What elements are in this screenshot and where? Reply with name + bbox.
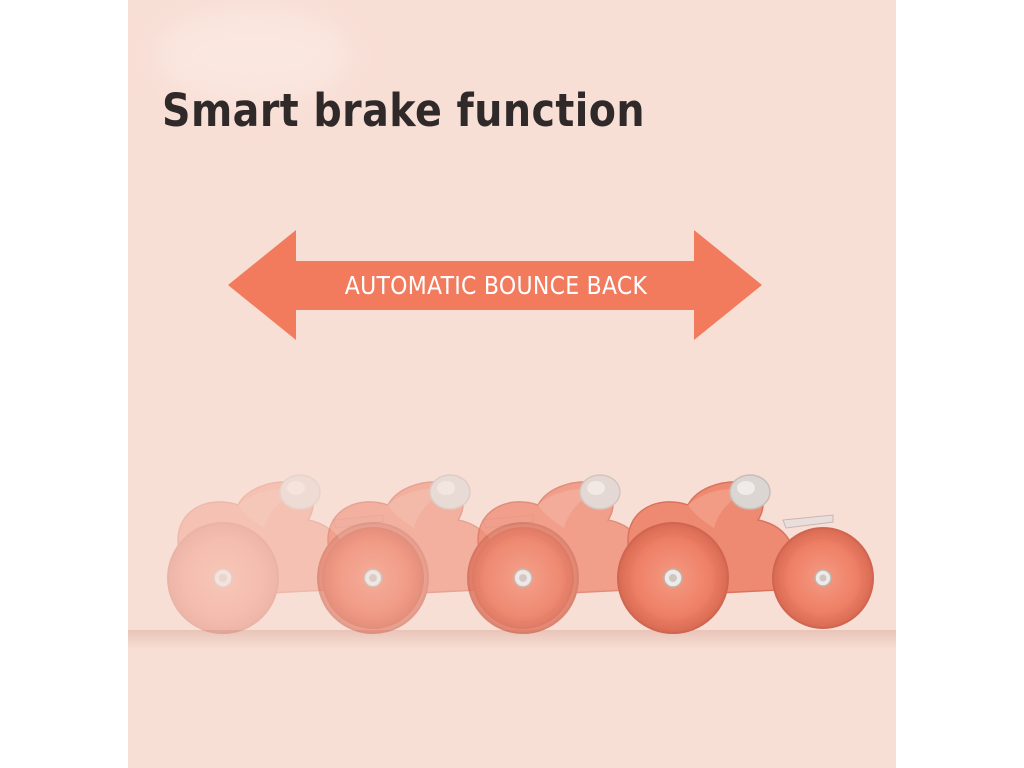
product-image-panel: Smart brake function AUTOMATIC BOUNCE BA… [128,0,896,768]
background-glow [158,10,348,100]
arrow-label: AUTOMATIC BOUNCE BACK [344,270,648,300]
headline: Smart brake function [162,84,646,137]
ab-roller-wheel-icon [617,474,874,634]
ab-roller-sequence [128,474,896,650]
bounce-back-arrow: AUTOMATIC BOUNCE BACK [228,228,764,342]
floor-shadow [128,630,896,650]
double-arrow-icon [228,230,762,340]
